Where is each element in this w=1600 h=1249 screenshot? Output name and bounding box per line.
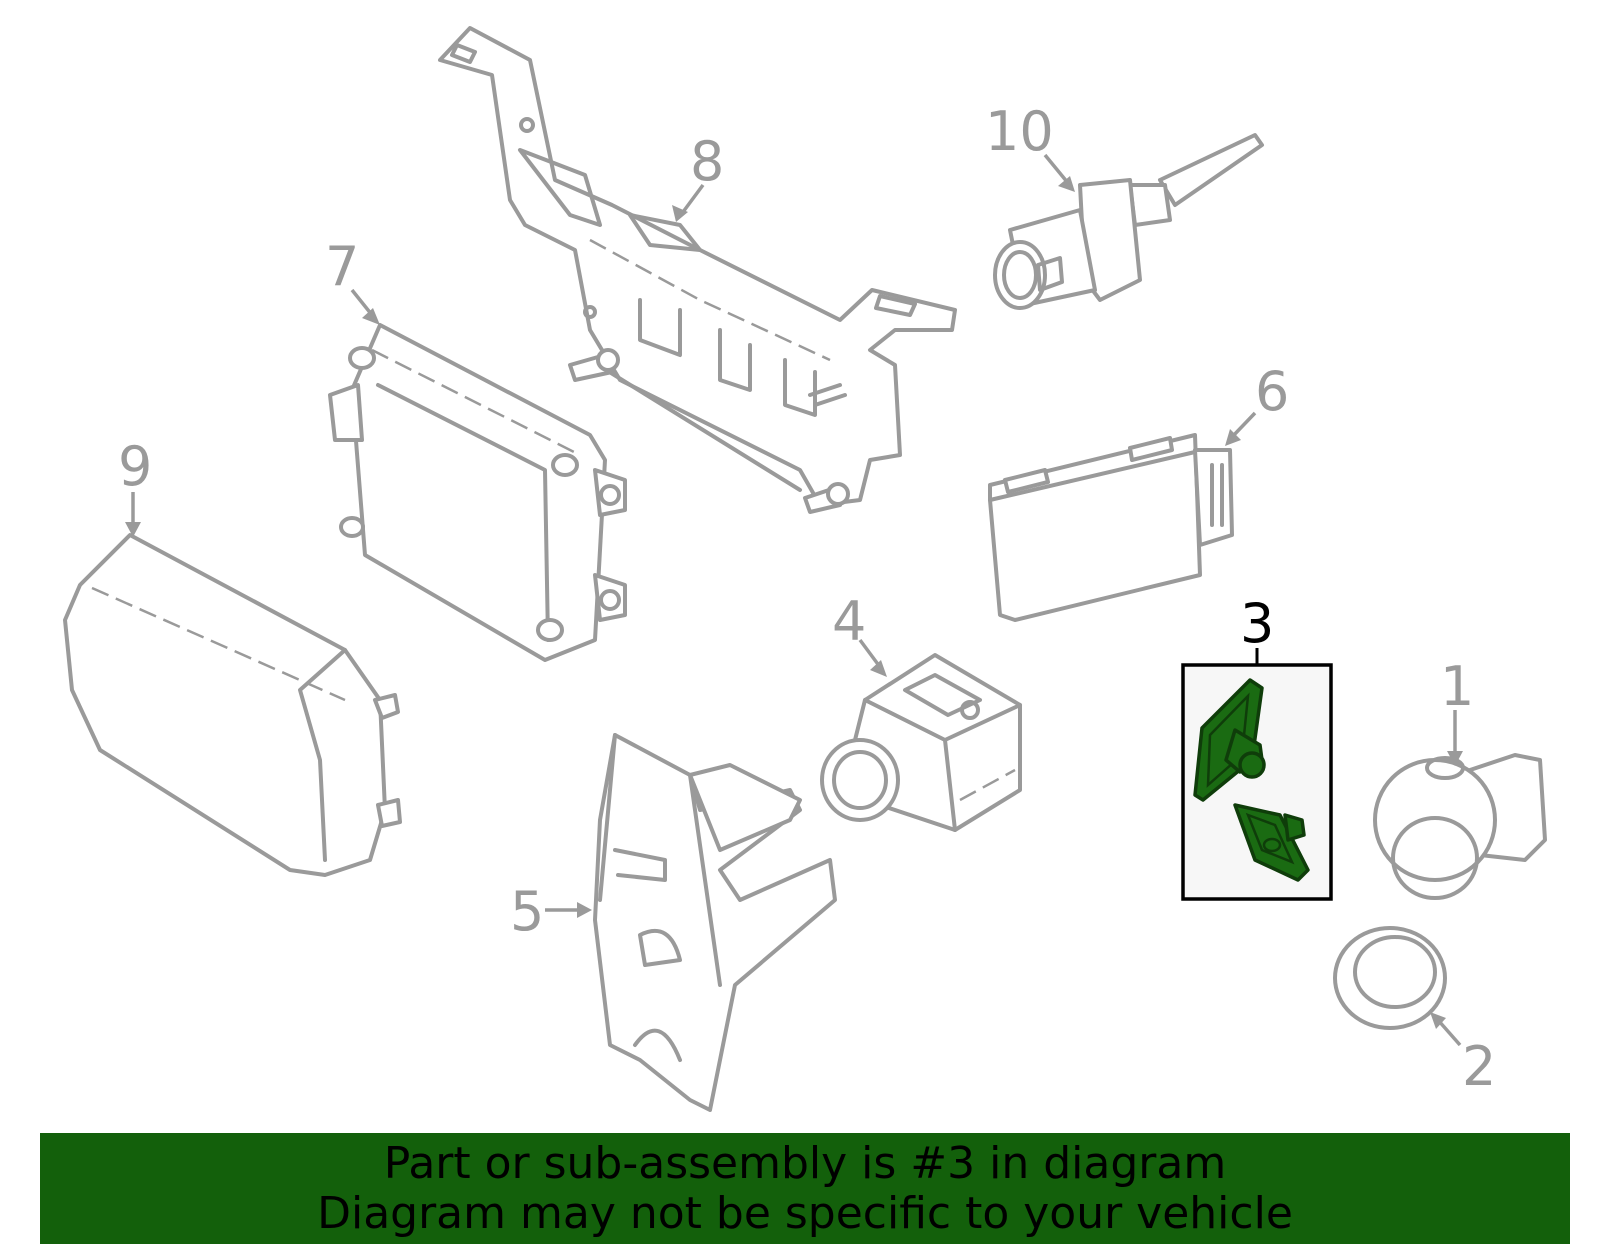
- callout-3: 3: [1240, 592, 1274, 655]
- callout-5: 5: [510, 880, 544, 943]
- part-3-highlight-box[interactable]: [1181, 663, 1333, 901]
- info-banner: Part or sub-assembly is #3 in diagram Di…: [40, 1133, 1570, 1244]
- part-7-module[interactable]: [328, 323, 627, 662]
- part-3-bracket-lower[interactable]: [1233, 803, 1310, 882]
- callout-1: 1: [1440, 655, 1474, 718]
- banner-line-2: Diagram may not be specific to your vehi…: [317, 1188, 1293, 1239]
- part-4-camera[interactable]: [820, 653, 1022, 832]
- banner-line-1: Part or sub-assembly is #3 in diagram: [383, 1138, 1227, 1189]
- callout-9: 9: [118, 435, 152, 498]
- callout-10: 10: [985, 100, 1054, 163]
- callout-7: 7: [325, 235, 359, 298]
- part-9-housing[interactable]: [63, 533, 402, 877]
- callout-6: 6: [1255, 360, 1289, 423]
- part-1-sensor[interactable]: [1373, 753, 1547, 900]
- callout-8: 8: [690, 130, 724, 193]
- callout-2: 2: [1462, 1035, 1496, 1098]
- part-2-ring[interactable]: [1333, 926, 1447, 1030]
- part-3-bracket-upper[interactable]: [1193, 678, 1266, 802]
- part-6-module-box[interactable]: [988, 433, 1234, 622]
- part-5-bracket[interactable]: [593, 733, 837, 1112]
- part-10-sensor[interactable]: [993, 133, 1264, 310]
- part-8-bracket[interactable]: [438, 26, 957, 514]
